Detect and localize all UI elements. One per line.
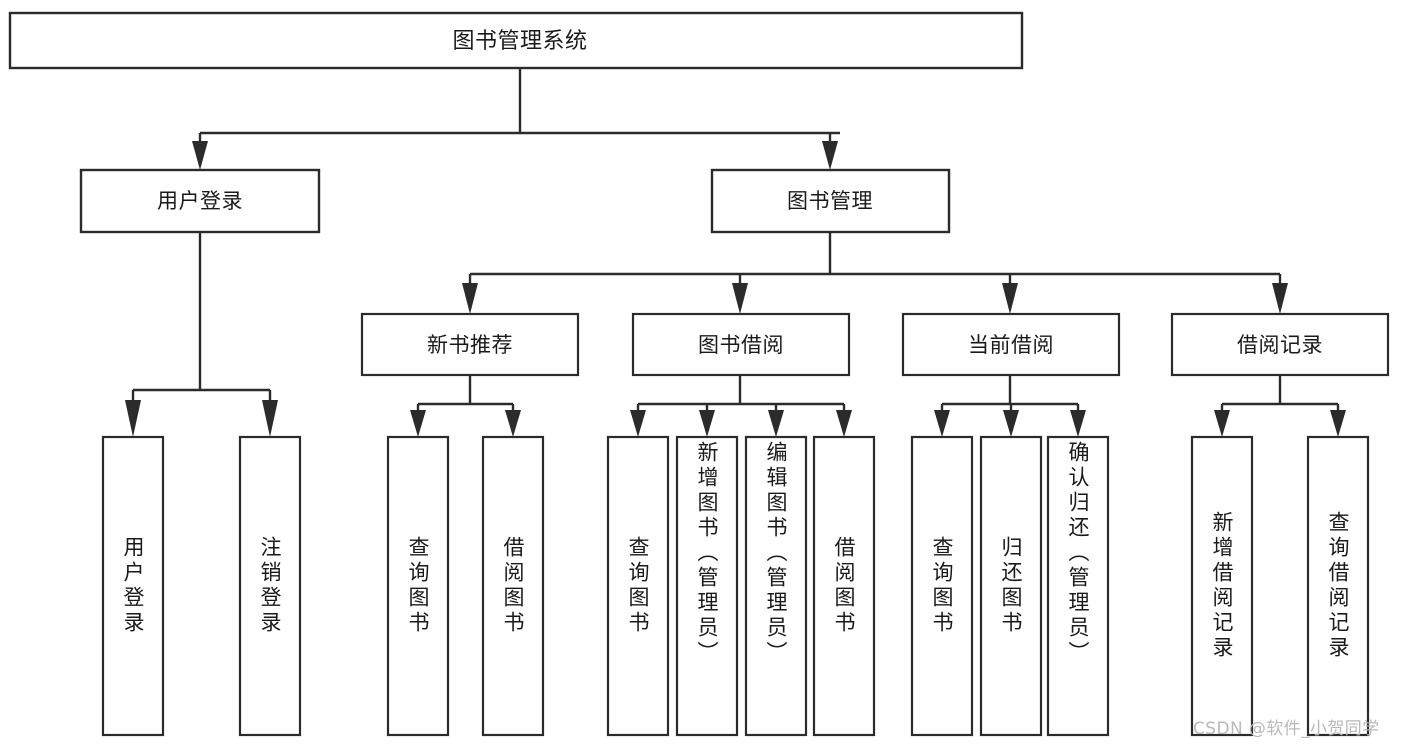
node-book-management[interactable]: 图书管理: [710, 168, 951, 234]
arrow-head-icon: [1003, 410, 1019, 437]
connector-bookmgmt-to-level3: [462, 232, 1288, 314]
leaf-box[interactable]: [101, 435, 165, 737]
arrow-head-icon: [1214, 410, 1230, 437]
leaf-box[interactable]: [238, 435, 302, 737]
node-current-borrow-label: 当前借阅: [968, 333, 1054, 357]
arrow-head-icon: [410, 410, 426, 437]
arrow-head-icon: [630, 410, 646, 437]
leaf-box[interactable]: [1046, 435, 1110, 737]
arrow-head-icon: [768, 410, 784, 437]
arrow-head-icon: [732, 283, 748, 314]
leaf-box[interactable]: [979, 435, 1043, 737]
node-new-book-recommend[interactable]: 新书推荐: [360, 312, 580, 377]
leaf-box[interactable]: [812, 435, 876, 737]
arrow-head-icon: [192, 141, 208, 170]
leaf-boxes: [101, 435, 1370, 737]
node-user-login-label: 用户登录: [157, 189, 243, 213]
connector-borrow-to-leaves: [630, 375, 852, 437]
node-user-login[interactable]: 用户登录: [79, 168, 321, 234]
arrow-head-icon: [262, 400, 278, 437]
arrow-head-icon: [1002, 283, 1018, 314]
node-root[interactable]: 图书管理系统: [8, 11, 1024, 70]
leaf-box[interactable]: [1190, 435, 1254, 737]
leaf-box[interactable]: [481, 435, 545, 737]
node-current-borrow[interactable]: 当前借阅: [901, 312, 1121, 377]
arrow-head-icon: [836, 410, 852, 437]
leaf-box[interactable]: [1306, 435, 1370, 737]
connector-current-to-leaves: [934, 375, 1086, 437]
arrow-head-icon: [1070, 410, 1086, 437]
node-book-borrow-label: 图书借阅: [698, 333, 784, 357]
leaf-box[interactable]: [910, 435, 974, 737]
leaf-box[interactable]: [675, 435, 739, 737]
node-book-management-label: 图书管理: [787, 189, 873, 213]
leaf-box[interactable]: [744, 435, 808, 737]
arrow-head-icon: [1330, 410, 1346, 437]
arrow-head-icon: [1272, 283, 1288, 314]
connector-records-to-leaves: [1214, 375, 1346, 437]
node-borrow-records[interactable]: 借阅记录: [1170, 312, 1390, 377]
connector-newbook-to-leaves: [410, 375, 521, 437]
arrow-head-icon: [934, 410, 950, 437]
arrow-head-icon: [699, 410, 715, 437]
node-root-label: 图书管理系统: [452, 29, 587, 54]
node-book-borrow[interactable]: 图书借阅: [631, 312, 851, 377]
arrow-head-icon: [462, 283, 478, 314]
node-new-book-recommend-label: 新书推荐: [427, 333, 513, 357]
arrow-head-icon: [505, 410, 521, 437]
leaf-box[interactable]: [386, 435, 450, 737]
node-borrow-records-label: 借阅记录: [1237, 333, 1323, 357]
arrow-head-icon: [125, 400, 141, 437]
connector-userlogin-to-leaves: [125, 232, 278, 437]
arrow-head-icon: [822, 141, 838, 170]
connector-root-to-level2: [192, 68, 840, 170]
leaf-box[interactable]: [606, 435, 670, 737]
